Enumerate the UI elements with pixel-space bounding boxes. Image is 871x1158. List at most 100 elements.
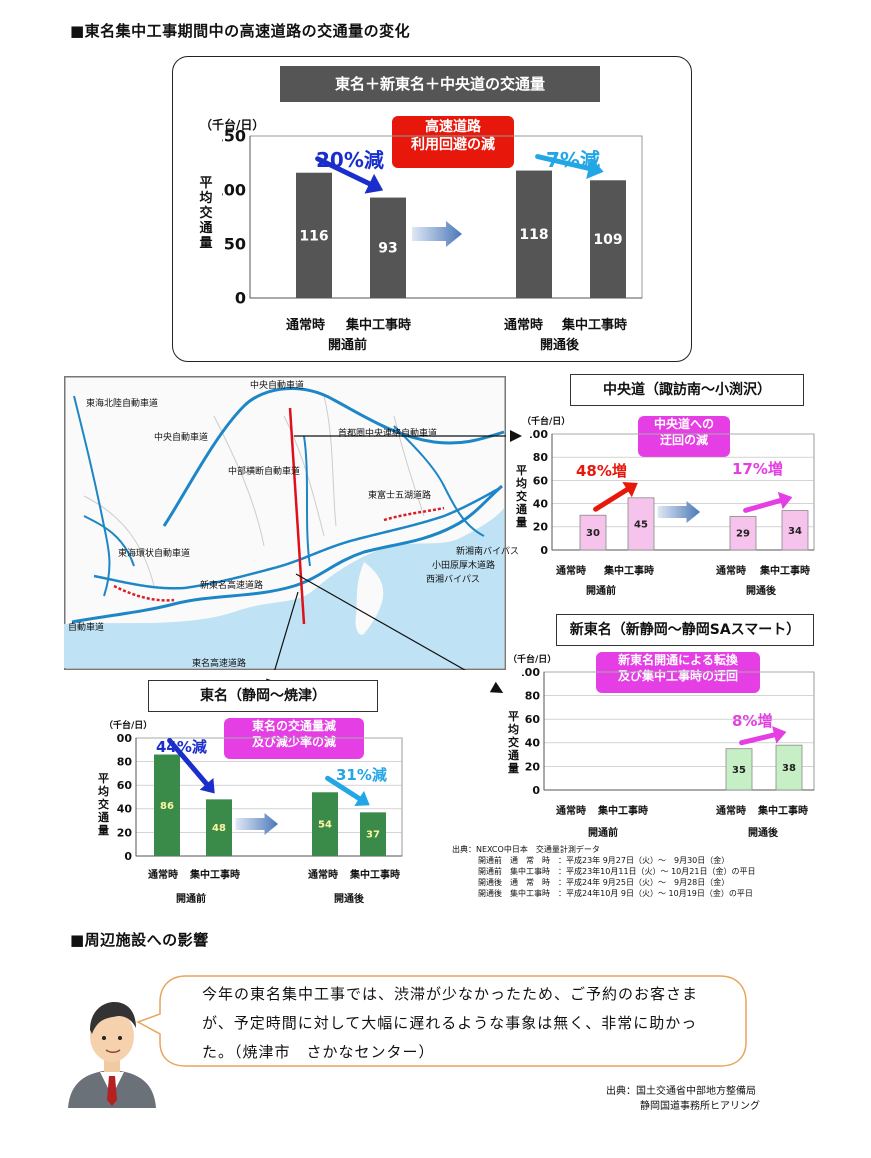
bar-value-label: 116 [299, 228, 328, 244]
chuo-chart-ylabel: 平均交通量 [516, 464, 527, 529]
main-chart-title: 東名＋新東名＋中央道の交通量 [280, 66, 600, 102]
map-label-chubu: 中部横断自動車道 [228, 467, 301, 477]
y-tick-label: 20 [533, 521, 549, 534]
chuo-group-1: 開通前 [586, 586, 616, 597]
map-label-seisho: 西湘バイパス [426, 575, 480, 585]
tomei-chart-ylabel: 平均交通量 [98, 772, 109, 837]
tomei-pct-after: 31%減 [336, 766, 387, 784]
y-tick-label: 100 [222, 181, 246, 200]
bar-value-label: 54 [318, 820, 332, 831]
bar-value-label: 45 [634, 519, 648, 530]
y-tick-label: 100 [522, 666, 540, 679]
bar [154, 754, 180, 856]
bar-value-label: 37 [366, 830, 380, 841]
hearing-source-line1: 出典：国土交通省中部地方整備局 [606, 1086, 756, 1097]
trend-arrow-icon [593, 483, 636, 512]
shintomei-cat-3: 通常時 [716, 806, 746, 817]
trend-arrow-icon [535, 154, 600, 173]
y-tick-label: 80 [525, 689, 541, 702]
bar-value-label: 29 [736, 529, 750, 540]
speech-text: 今年の東名集中工事では、渋滞が少なかったため、ご予約のお客さまが、予定時間に対し… [202, 985, 699, 1061]
transition-arrow-icon [657, 500, 701, 524]
bar-value-label: 38 [782, 763, 796, 774]
bar [579, 514, 607, 551]
main-pct-before: 20%減 [316, 148, 384, 172]
main-callout-line2: 利用回避の減 [411, 137, 495, 154]
map-arrow-chuo-icon [510, 430, 522, 442]
tomei-group-1: 開通前 [176, 894, 206, 905]
tomei-bar-chart: 02040608010086485437 [116, 732, 403, 862]
tomei-chart-unit: （千台/日） [104, 721, 153, 731]
map-label-chuo-top: 中央自動車道 [250, 381, 305, 391]
chuo-cat-2: 集中工事時 [604, 566, 654, 577]
map-label-shinshonan: 新湘南バイパス [456, 547, 519, 557]
shintomei-cat-1: 通常時 [556, 806, 586, 817]
trend-arrow-head-icon [199, 778, 215, 794]
y-tick-label: 150 [222, 128, 246, 146]
hearing-source-line2: 静岡国道事務所ヒアリング [640, 1101, 760, 1112]
bar-value-label: 35 [732, 765, 746, 776]
bar-value-label: 30 [586, 528, 600, 539]
y-tick-label: 0 [235, 289, 246, 308]
trend-arrow-head-icon [777, 491, 793, 510]
shintomei-cat-2: 集中工事時 [598, 806, 648, 817]
main-chart-ylabel: 平均交通量 [199, 176, 213, 251]
y-tick-label: 100 [116, 732, 132, 745]
trend-arrow-icon [743, 496, 790, 513]
bar [370, 197, 406, 298]
main-chart-frame [172, 56, 692, 362]
main-group-1: 開通前 [328, 338, 368, 353]
bar-value-label: 86 [160, 801, 174, 812]
map-label-higashifuji: 東富士五湖道路 [368, 491, 432, 501]
map-arrow-shintomei-icon [489, 681, 507, 699]
y-tick-label: 100 [530, 428, 548, 441]
map-label-shintomei: 新東名高速道路 [200, 581, 264, 591]
y-tick-label: 20 [117, 826, 133, 839]
map-label-chuo-left: 中央自動車道 [154, 433, 209, 443]
chuo-cat-1: 通常時 [556, 566, 586, 577]
shintomei-chart-unit: （千台/日） [508, 655, 557, 665]
section-heading-traffic: ■東名集中工事期間中の高速道路の交通量の変化 [70, 22, 411, 40]
main-cat-3: 通常時 [504, 318, 544, 333]
main-chart-unit: （千台/日） [200, 118, 265, 132]
traffic-source-row: 開通後 通 常 時 ：平成24年 9月25日（火）～ 9月28日（金） [478, 878, 730, 887]
tomei-cat-4: 集中工事時 [350, 870, 400, 881]
map-label-tokai-kanjo: 東海環状自動車道 [118, 549, 191, 559]
y-tick-label: 60 [117, 779, 133, 792]
bar [725, 748, 753, 791]
chuo-cat-3: 通常時 [716, 566, 746, 577]
bar-value-label: 118 [519, 227, 548, 243]
bar [312, 792, 338, 856]
tomei-cat-2: 集中工事時 [190, 870, 240, 881]
chuo-pct-before: 48%増 [576, 462, 627, 480]
shintomei-pct-after: 8%増 [732, 712, 773, 730]
map-label-kenou: 首都圏中央連絡自動車道 [338, 429, 438, 439]
trend-arrow-head-icon [364, 173, 384, 194]
chuo-callout-line1: 中央道への [653, 417, 714, 431]
bar-value-label: 48 [212, 823, 226, 834]
shintomei-callout-line1: 新東名開通による転換 [618, 653, 738, 667]
bar [775, 744, 803, 791]
map-label-odawara: 小田原厚木道路 [432, 561, 496, 571]
trend-arrow-head-icon [354, 790, 370, 807]
shintomei-chart-ylabel: 平均交通量 [508, 710, 519, 775]
map-label-tomei: 東名高速道路 [192, 659, 247, 669]
trend-arrow-head-icon [586, 157, 604, 180]
bar [516, 170, 552, 298]
bar [729, 515, 757, 551]
main-group-2: 開通後 [540, 338, 580, 353]
person-icon [68, 1002, 156, 1108]
tomei-cat-3: 通常時 [308, 870, 338, 881]
traffic-source: 出典：NEXCO中日本 交通量計測データ 開通前 通 常 時 ：平成23年 9月… [452, 844, 755, 899]
trend-arrow-icon [167, 738, 214, 792]
shintomei-bar-chart: 0204060801003538 [522, 666, 815, 796]
y-tick-label: 50 [224, 235, 246, 254]
y-tick-label: 80 [117, 755, 133, 768]
bar [360, 812, 386, 856]
transition-arrow-icon [235, 812, 279, 836]
y-tick-label: 0 [532, 784, 540, 796]
transition-arrow-icon [412, 221, 462, 247]
y-tick-label: 0 [540, 544, 548, 556]
chuo-chart-callout: 中央道への 迂回の減 [638, 416, 730, 457]
bar [590, 180, 626, 298]
